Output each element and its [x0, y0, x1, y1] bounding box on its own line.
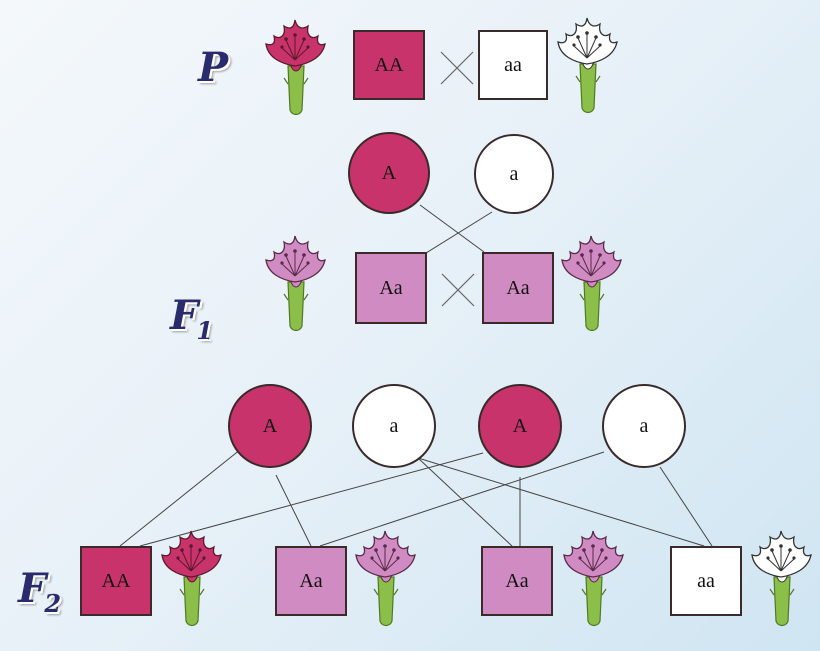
red-flower-icon — [262, 14, 328, 123]
cross-x-icon — [440, 51, 474, 85]
genotype-box-f2-offspring: aa — [670, 546, 742, 616]
gen-label-f1: F1 — [170, 292, 214, 345]
pink-flower-icon — [262, 230, 328, 339]
white-flower-icon — [748, 525, 814, 634]
pink-flower-icon — [558, 230, 624, 339]
genotype-box-p-parent1: AA — [353, 30, 425, 100]
line-a1-to-aa — [417, 457, 705, 547]
pink-flower-icon — [352, 525, 418, 634]
line-gamete-a-to-f1-left — [417, 211, 493, 259]
gamete-f2-recessive: a — [352, 384, 436, 468]
genotype-box-f2-offspring: AA — [80, 546, 152, 616]
gamete-f2-dominant: A — [228, 384, 312, 468]
line-A1-to-Aa1 — [275, 474, 312, 547]
genotype-box-f1-parent2: Aa — [482, 252, 554, 324]
line-a2-to-Aa1 — [319, 451, 605, 547]
line-a1-to-Aa2 — [417, 457, 513, 547]
cross-x-icon — [441, 273, 475, 307]
gen-label-f2: F2 — [18, 565, 62, 618]
pink-flower-icon — [560, 525, 626, 634]
line-A2-to-AA — [139, 452, 484, 547]
gen-label-p: P — [198, 44, 229, 91]
gamete-f1-dominant: A — [348, 132, 430, 214]
line-a2-to-aa — [659, 466, 713, 547]
line-gamete-A-to-f1-right — [419, 204, 485, 253]
gamete-f2-dominant: A — [478, 384, 562, 468]
genotype-box-f2-offspring: Aa — [481, 546, 553, 616]
gamete-f1-recessive: a — [474, 134, 554, 214]
genotype-box-f2-offspring: Aa — [275, 546, 347, 616]
genotype-box-p-parent2: aa — [478, 30, 548, 100]
gamete-f2-recessive: a — [602, 384, 686, 468]
red-flower-icon — [158, 525, 224, 634]
white-flower-icon — [554, 12, 620, 121]
line-A1-to-AA — [119, 444, 247, 547]
genotype-box-f1-parent1: Aa — [355, 252, 427, 324]
